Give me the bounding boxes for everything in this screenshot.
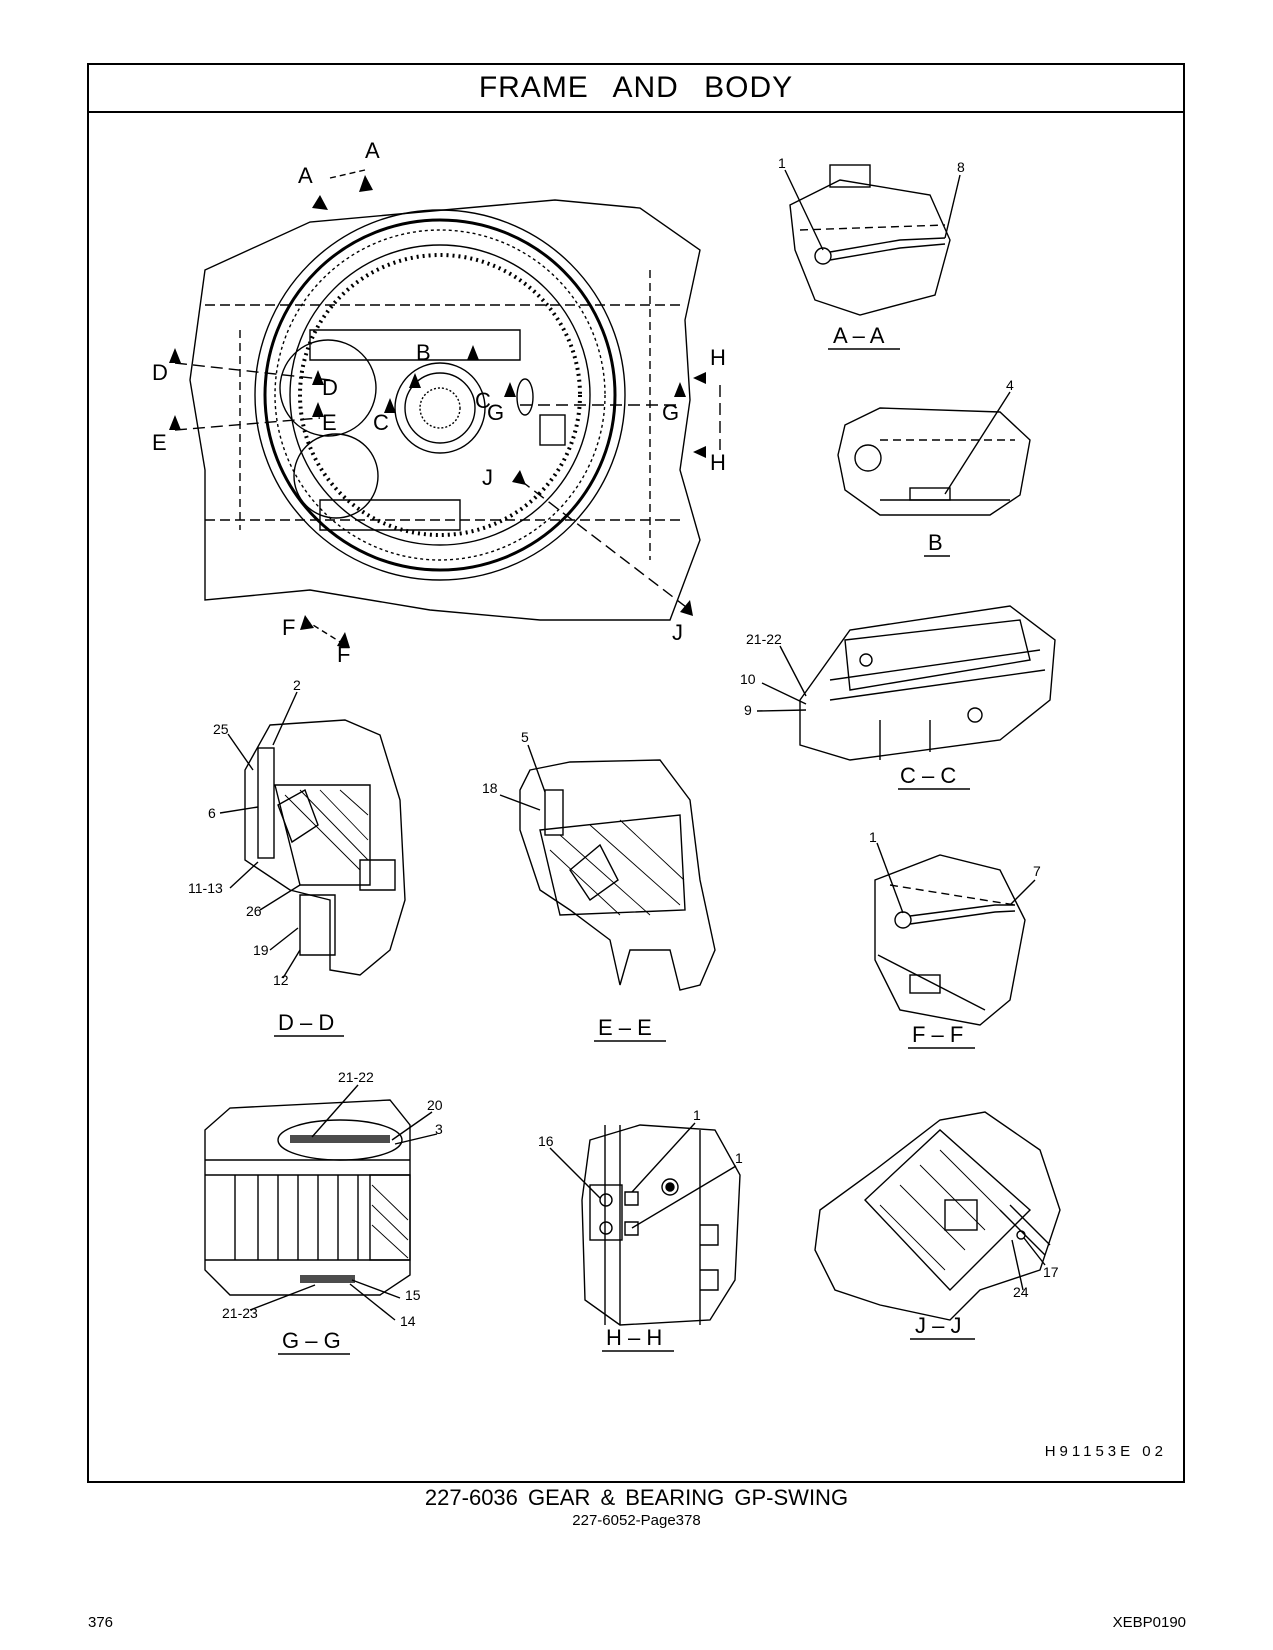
document-code: XEBP0190 (1112, 1614, 1186, 1631)
svg-text:G: G (662, 400, 679, 425)
svg-text:E: E (322, 410, 337, 435)
callout-1-hh-b: 1 (735, 1150, 743, 1166)
view-caption-dd: D – D (278, 1010, 334, 1035)
view-caption-ee: E – E (598, 1015, 652, 1040)
callout-3: 3 (435, 1121, 443, 1137)
svg-text:C: C (373, 410, 389, 435)
svg-text:F: F (337, 642, 350, 667)
footer-subtitle: 227-6052-Page378 (572, 1512, 701, 1529)
view-caption-gg: G – G (282, 1328, 341, 1353)
view-b: 4 B (837, 377, 1031, 557)
callout-12: 12 (273, 972, 289, 988)
callout-7: 7 (1033, 863, 1041, 879)
view-gg: 21-22 20 3 15 21-23 14 G – G (204, 1069, 443, 1355)
view-caption-jj: J – J (915, 1313, 961, 1338)
callout-10: 10 (740, 671, 756, 687)
svg-text:F: F (282, 615, 295, 640)
view-ee: 5 18 E – E (482, 729, 716, 1042)
svg-text:A: A (298, 163, 313, 188)
view-aa: 1 8 A – A (778, 155, 965, 350)
callout-14: 14 (400, 1313, 416, 1329)
callout-24: 24 (1013, 1284, 1029, 1300)
callout-2: 2 (293, 677, 301, 693)
callout-15: 15 (405, 1287, 421, 1303)
svg-text:J: J (672, 620, 683, 645)
callout-19: 19 (253, 942, 269, 958)
view-dd: 2 25 6 11-13 26 19 12 D – D (188, 677, 406, 1037)
callout-6: 6 (208, 805, 216, 821)
svg-text:J: J (482, 465, 493, 490)
callout-21-22-gg: 21-22 (338, 1069, 374, 1085)
svg-text:A: A (365, 138, 380, 163)
drawing-frame: FRAME AND BODY H91153E 02 (87, 63, 1185, 1483)
callout-16: 16 (538, 1133, 554, 1149)
svg-text:C: C (475, 388, 491, 413)
svg-text:D: D (152, 360, 168, 385)
page-number: 376 (88, 1614, 114, 1631)
callout-17: 17 (1043, 1264, 1059, 1280)
callout-25: 25 (213, 721, 229, 737)
view-caption-cc: C – C (900, 763, 956, 788)
svg-text:H: H (710, 450, 726, 475)
page-title: FRAME AND BODY (89, 65, 1183, 113)
svg-text:G: G (487, 400, 504, 425)
callout-1-ff: 1 (869, 829, 877, 845)
view-hh: 16 1 1 H – H (538, 1107, 743, 1352)
callout-1: 1 (778, 155, 786, 171)
view-caption-aa: A – A (833, 323, 885, 348)
svg-text:D: D (322, 375, 338, 400)
main-view-swing-gear: A A D D E E B C C G G H H J J F F (152, 138, 726, 667)
view-caption-ff: F – F (912, 1022, 963, 1047)
callout-18: 18 (482, 780, 498, 796)
svg-text:H: H (710, 345, 726, 370)
callout-26: 26 (246, 903, 262, 919)
callout-21-22: 21-22 (746, 631, 782, 647)
callout-11-13: 11-13 (188, 880, 223, 896)
drawing-number: H91153E 02 (1044, 1443, 1167, 1460)
callout-21-23: 21-23 (222, 1305, 258, 1321)
callout-4: 4 (1006, 377, 1014, 393)
svg-text:E: E (152, 430, 167, 455)
svg-text:B: B (416, 340, 431, 365)
footer-title: 227-6036 GEAR & BEARING GP-SWING (424, 1485, 849, 1510)
view-cc: 21-22 10 9 C – C (740, 605, 1056, 790)
view-jj: 17 24 J – J (814, 1111, 1061, 1340)
callout-9: 9 (744, 702, 752, 718)
callout-20: 20 (427, 1097, 443, 1113)
callout-8: 8 (957, 159, 965, 175)
parts-illustration: A A D D E E B C C G G H H J J F F 1 8 A … (152, 138, 1061, 1355)
view-caption-b: B (928, 530, 943, 555)
view-caption-hh: H – H (606, 1325, 662, 1350)
callout-5: 5 (521, 729, 529, 745)
callout-1-hh-a: 1 (693, 1107, 701, 1123)
view-ff: 1 7 F – F (869, 829, 1041, 1049)
